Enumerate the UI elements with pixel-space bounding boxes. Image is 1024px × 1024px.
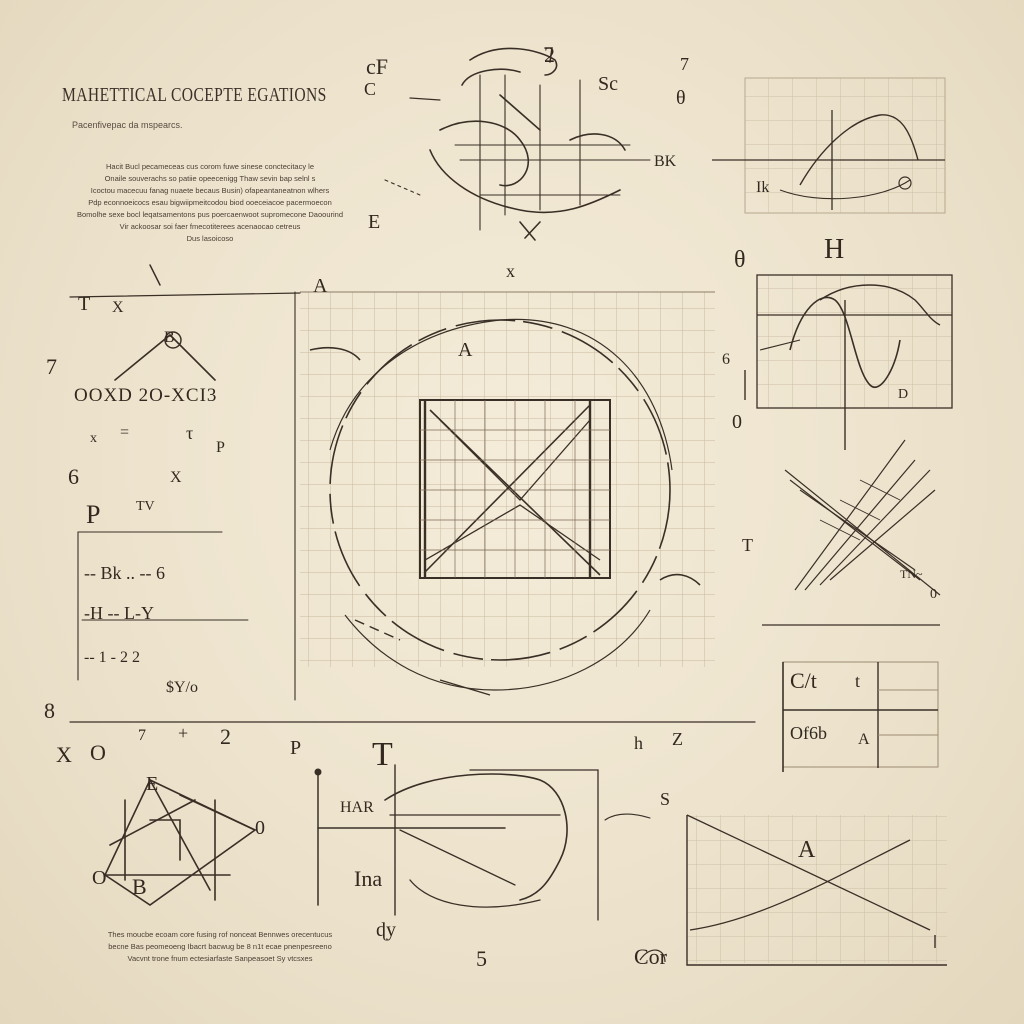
top-right-grid — [712, 77, 946, 214]
symbol-dy: ɖy — [376, 919, 396, 941]
symbol-c: C — [364, 79, 377, 99]
symbol-z-bottom: Z — [672, 729, 683, 749]
bottom-left-triangle — [103, 778, 257, 906]
symbol-a-bottom: A — [798, 837, 816, 863]
symbol-tv: TV — [136, 499, 155, 514]
symbol-p-r1: P — [216, 439, 225, 456]
page-subtitle: Pacenfivepac da mspearcs. — [72, 120, 183, 130]
symbol-x-left: X — [112, 299, 124, 316]
left-row-4: $Y/o — [166, 679, 198, 696]
symbol-plus-bottom: + — [178, 723, 189, 743]
symbol-sc: Sc — [598, 73, 618, 95]
symbol-p-bottom: P — [290, 737, 302, 759]
symbol-x-bottom-left: X — [56, 742, 72, 767]
symbol-seven-bottom: 7 — [138, 727, 146, 744]
symbol-eight-left: 8 — [44, 698, 55, 723]
symbol-ik: Ik — [756, 179, 770, 196]
symbol-tau-bottom: T — [372, 736, 393, 773]
symbol-x-top: x — [506, 261, 515, 281]
symbol-two-top: 2 — [544, 42, 555, 67]
left-row-3: -- 1 - 2 2 — [84, 649, 140, 666]
symbol-six-right: 6 — [722, 351, 730, 368]
symbol-e-left: E — [368, 211, 381, 233]
symbol-zero-bottom: 0 — [255, 817, 265, 839]
symbol-ina: Ina — [354, 866, 383, 891]
top-paragraph: Hacit Bucl pecameceas cus corom fuwe sin… — [77, 162, 343, 243]
symbol-two-bottom: 2 — [220, 724, 231, 749]
symbol-t-right: T — [742, 535, 753, 555]
table-cell-top-mark: t — [855, 671, 861, 691]
symbol-five: 5 — [476, 946, 487, 971]
symbol-tau-r1: τ — [186, 423, 194, 443]
symbol-bk: BK — [654, 153, 677, 170]
middle-right-grid — [744, 274, 953, 450]
table-cell-top: C/t — [790, 668, 817, 693]
top-center-sketch — [384, 47, 651, 241]
bottom-paragraph: Thes moucbe ecoam core fusing rof noncea… — [107, 930, 333, 963]
symbol-zero-right: 0 — [930, 587, 937, 602]
symbol-a-mid: A — [458, 339, 473, 361]
central-grid-figure — [300, 291, 715, 696]
left-axis-sketch — [69, 264, 756, 723]
symbol-theta-top: θ — [676, 87, 686, 109]
formula: OOXD 2O-XCI3 — [74, 385, 218, 406]
bottom-middle-sketch — [314, 764, 651, 921]
symbol-tn: TN~ — [900, 567, 923, 581]
symbol-h-bottom: h — [634, 733, 643, 753]
symbol-seven-left: 7 — [46, 354, 57, 379]
symbol-x-r1: x — [90, 431, 97, 446]
symbol-six-left: 6 — [68, 464, 79, 489]
symbol-o-right: 0 — [732, 411, 742, 433]
right-hatched-sketch — [784, 439, 941, 596]
symbol-o-bottom-left: O — [90, 740, 106, 765]
symbol-cf: cF — [366, 54, 388, 79]
symbol-b-bottom: B — [132, 874, 147, 899]
symbol-p-left: P — [86, 500, 101, 529]
symbol-x-r2: X — [170, 469, 182, 486]
symbol-s-bottom: S — [660, 789, 671, 809]
symbol-d-row: D — [898, 387, 909, 402]
symbol-o-bottom: O — [92, 867, 107, 889]
symbol-t-left: T — [78, 293, 91, 315]
symbol-seven-top: 7 — [680, 54, 689, 74]
bottom-right-grid — [639, 814, 947, 966]
right-table — [762, 624, 940, 772]
symbol-cor: Cor — [634, 944, 667, 969]
page-title: MAHETTICAL COCEPTE EGATIONS — [62, 84, 327, 106]
left-row-2: -H -- L-Y — [84, 603, 154, 623]
symbol-har: HAR — [340, 799, 374, 816]
symbol-e-bottom: E — [146, 773, 159, 795]
symbol-b-tri: B — [164, 329, 175, 346]
symbol-theta-right: θ — [734, 247, 746, 273]
table-cell-bottom-mark: A — [858, 731, 870, 748]
symbol-h-right: H — [824, 234, 845, 265]
symbol-eq-r1: = — [120, 424, 130, 441]
symbol-a-left: A — [313, 275, 328, 297]
left-row-1: -- Bk .. -- 6 — [84, 563, 165, 583]
table-cell-bottom: Of6b — [790, 723, 827, 743]
